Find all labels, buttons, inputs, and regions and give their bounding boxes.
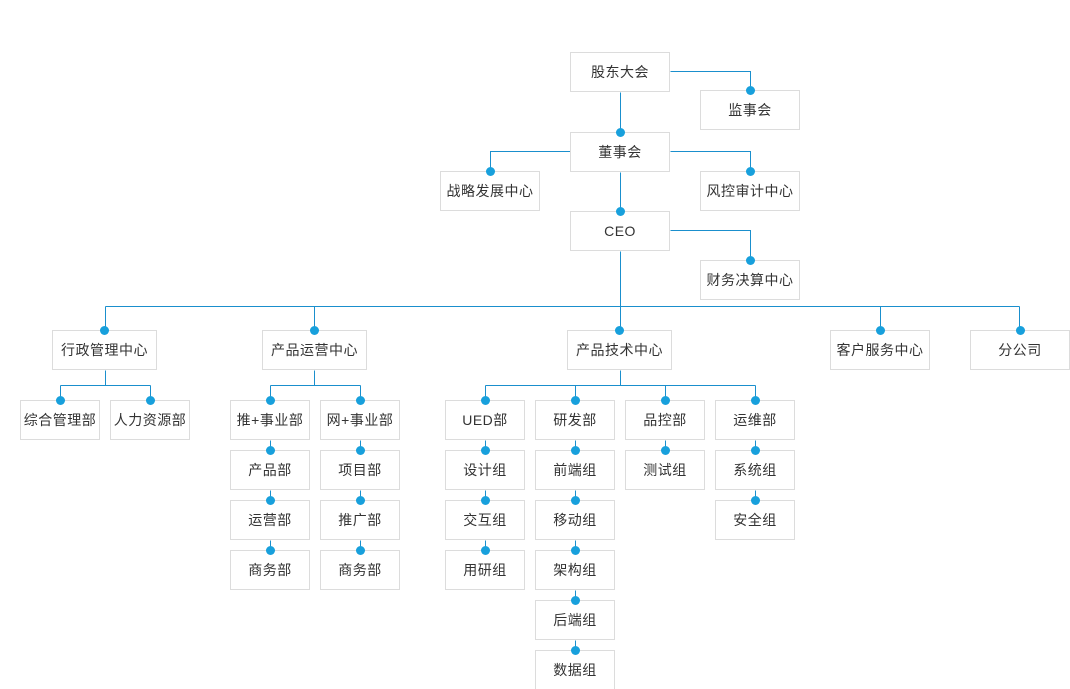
org-node-label-arch-group: 架构组 (553, 562, 597, 578)
org-node-label-ued: UED部 (462, 412, 508, 428)
org-node-label-biz-dept-2: 商务部 (338, 562, 382, 578)
org-node-supervisors[interactable]: 监事会 (700, 90, 800, 130)
org-node-label-product-dept: 产品部 (248, 462, 292, 478)
org-node-label-ceo: CEO (604, 223, 636, 239)
org-node-label-mobile-group: 移动组 (553, 512, 597, 528)
org-node-ued[interactable]: UED部 (445, 400, 525, 440)
org-node-ops-dept[interactable]: 运营部 (230, 500, 310, 540)
org-node-ceo[interactable]: CEO (570, 211, 670, 251)
org-node-design-group[interactable]: 设计组 (445, 450, 525, 490)
org-node-promo-dept[interactable]: 推广部 (320, 500, 400, 540)
org-node-research-group[interactable]: 用研组 (445, 550, 525, 590)
org-node-tui-bu[interactable]: 推+事业部 (230, 400, 310, 440)
org-node-finance[interactable]: 财务决算中心 (700, 260, 800, 300)
org-node-label-finance: 财务决算中心 (706, 272, 794, 288)
org-node-arch-group[interactable]: 架构组 (535, 550, 615, 590)
org-node-label-rnd: 研发部 (553, 412, 597, 428)
org-node-mobile-group[interactable]: 移动组 (535, 500, 615, 540)
connector-board-to-riskaudit (670, 151, 751, 172)
org-node-label-prodops: 产品运营中心 (271, 342, 358, 358)
org-node-label-project-dept: 项目部 (338, 462, 382, 478)
org-node-label-interaction-group: 交互组 (463, 512, 507, 528)
connector-ceo-to-finance (670, 230, 751, 261)
org-node-wang-bu[interactable]: 网+事业部 (320, 400, 400, 440)
org-node-label-security-group: 安全组 (733, 512, 777, 528)
org-node-label-shareholders: 股东大会 (591, 64, 649, 80)
org-node-riskaudit[interactable]: 风控审计中心 (700, 171, 800, 211)
org-node-label-backend-group: 后端组 (553, 612, 597, 628)
org-node-strategy[interactable]: 战略发展中心 (440, 171, 540, 211)
org-node-test-group[interactable]: 测试组 (625, 450, 705, 490)
org-node-label-system-group: 系统组 (733, 462, 777, 478)
org-node-label-service: 客户服务中心 (836, 342, 924, 358)
org-node-label-frontend-group: 前端组 (553, 462, 597, 478)
org-node-label-biz-dept-1: 商务部 (248, 562, 292, 578)
org-node-prodtech[interactable]: 产品技术中心 (567, 330, 672, 370)
org-node-qc[interactable]: 品控部 (625, 400, 705, 440)
org-node-board[interactable]: 董事会 (570, 132, 670, 172)
connector-board-to-strategy (490, 151, 571, 172)
org-node-label-prodtech: 产品技术中心 (576, 342, 663, 358)
org-node-devops[interactable]: 运维部 (715, 400, 795, 440)
org-node-security-group[interactable]: 安全组 (715, 500, 795, 540)
org-node-service[interactable]: 客户服务中心 (830, 330, 930, 370)
org-node-label-wang-bu: 网+事业部 (326, 412, 394, 428)
org-node-label-research-group: 用研组 (463, 562, 507, 578)
org-node-label-data-group: 数据组 (553, 662, 597, 678)
org-node-label-admin: 行政管理中心 (61, 342, 148, 358)
org-node-general-mgmt[interactable]: 综合管理部 (20, 400, 100, 440)
org-node-label-qc: 品控部 (643, 412, 687, 428)
org-node-system-group[interactable]: 系统组 (715, 450, 795, 490)
org-node-label-ops-dept: 运营部 (248, 512, 292, 528)
org-node-hr[interactable]: 人力资源部 (110, 400, 190, 440)
org-node-shareholders[interactable]: 股东大会 (570, 52, 670, 92)
org-node-rnd[interactable]: 研发部 (535, 400, 615, 440)
org-node-biz-dept-2[interactable]: 商务部 (320, 550, 400, 590)
org-node-label-general-mgmt: 综合管理部 (23, 412, 97, 428)
org-node-label-hr: 人力资源部 (113, 412, 187, 428)
org-node-label-devops: 运维部 (733, 412, 777, 428)
org-node-branch[interactable]: 分公司 (970, 330, 1070, 370)
org-node-frontend-group[interactable]: 前端组 (535, 450, 615, 490)
org-node-data-group[interactable]: 数据组 (535, 650, 615, 689)
org-node-interaction-group[interactable]: 交互组 (445, 500, 525, 540)
org-node-label-riskaudit: 风控审计中心 (706, 183, 794, 199)
org-node-prodops[interactable]: 产品运营中心 (262, 330, 367, 370)
org-node-biz-dept-1[interactable]: 商务部 (230, 550, 310, 590)
org-node-label-tui-bu: 推+事业部 (236, 412, 304, 428)
org-node-label-test-group: 测试组 (643, 462, 687, 478)
org-node-admin[interactable]: 行政管理中心 (52, 330, 157, 370)
org-node-backend-group[interactable]: 后端组 (535, 600, 615, 640)
org-node-label-branch: 分公司 (998, 342, 1042, 358)
org-node-label-design-group: 设计组 (463, 462, 507, 478)
org-node-project-dept[interactable]: 项目部 (320, 450, 400, 490)
org-node-product-dept[interactable]: 产品部 (230, 450, 310, 490)
org-node-label-supervisors: 监事会 (728, 102, 772, 118)
org-node-label-board: 董事会 (598, 144, 642, 160)
connector-shareholders-to-supervisors (670, 71, 751, 91)
org-node-label-strategy: 战略发展中心 (446, 183, 534, 199)
org-node-label-promo-dept: 推广部 (338, 512, 382, 528)
